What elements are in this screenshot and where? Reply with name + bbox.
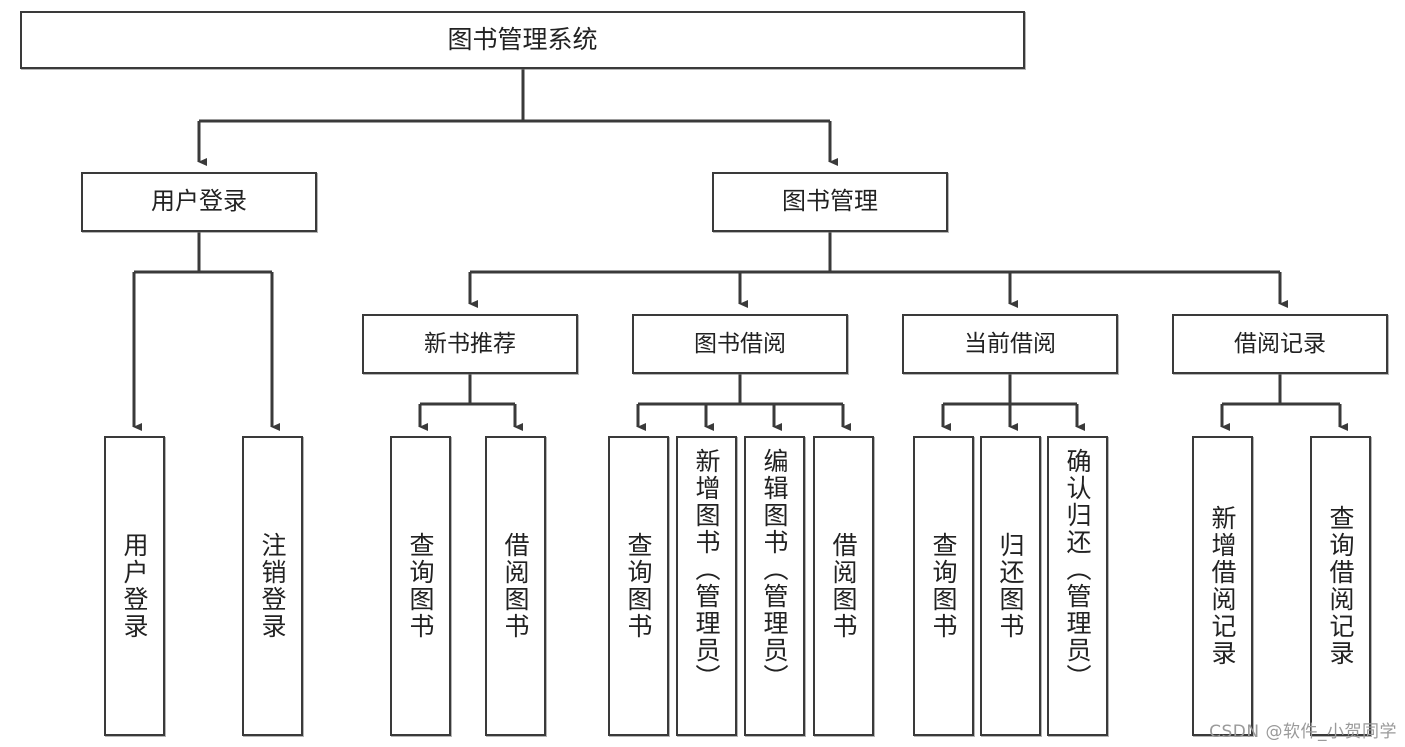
node-label: 查询图书: [624, 532, 653, 640]
node-label: 图书管理系统: [447, 24, 598, 54]
node-label: 图书管理: [782, 187, 878, 216]
leaf-query-book-current[interactable]: 查询图书: [913, 436, 974, 736]
node-label: 借阅图书: [501, 532, 530, 640]
node-label: 用户登录: [151, 187, 247, 216]
node-label: 归还图书: [996, 532, 1025, 640]
node-label: 当前借阅: [964, 330, 1056, 357]
leaf-user-login[interactable]: 用户登录: [104, 436, 165, 736]
leaf-confirm-return-admin[interactable]: 确认归还（管理员）: [1047, 436, 1108, 736]
leaf-return-book[interactable]: 归还图书: [980, 436, 1041, 736]
leaf-add-borrow-record[interactable]: 新增借阅记录: [1192, 436, 1253, 736]
node-label: 借阅记录: [1234, 330, 1326, 357]
leaf-borrow-book[interactable]: 借阅图书: [813, 436, 874, 736]
node-label: 新增借阅记录: [1208, 505, 1237, 667]
node-new-book-recommend[interactable]: 新书推荐: [362, 314, 578, 374]
node-label: 新书推荐: [424, 330, 516, 357]
node-label: 用户登录: [120, 532, 149, 640]
node-borrow-record[interactable]: 借阅记录: [1172, 314, 1388, 374]
node-label: 查询图书: [929, 532, 958, 640]
node-current-borrow[interactable]: 当前借阅: [902, 314, 1118, 374]
node-label: 借阅图书: [829, 532, 858, 640]
node-label: 查询图书: [406, 532, 435, 640]
node-label: 编辑图书（管理员）: [760, 448, 789, 691]
leaf-query-borrow-record[interactable]: 查询借阅记录: [1310, 436, 1371, 736]
node-book-management-system[interactable]: 图书管理系统: [20, 11, 1025, 69]
leaf-borrow-book-new[interactable]: 借阅图书: [485, 436, 546, 736]
leaf-add-book-admin[interactable]: 新增图书（管理员）: [676, 436, 737, 736]
leaf-edit-book-admin[interactable]: 编辑图书（管理员）: [744, 436, 805, 736]
node-book-borrow[interactable]: 图书借阅: [632, 314, 848, 374]
leaf-query-book-borrow[interactable]: 查询图书: [608, 436, 669, 736]
node-label: 注销登录: [258, 532, 287, 640]
node-book-management[interactable]: 图书管理: [712, 172, 948, 232]
node-label: 查询借阅记录: [1326, 505, 1355, 667]
node-label: 确认归还（管理员）: [1063, 448, 1092, 691]
leaf-logout[interactable]: 注销登录: [242, 436, 303, 736]
node-user-login[interactable]: 用户登录: [81, 172, 317, 232]
node-label: 新增图书（管理员）: [692, 448, 721, 691]
node-label: 图书借阅: [694, 330, 786, 357]
leaf-query-book-new[interactable]: 查询图书: [390, 436, 451, 736]
